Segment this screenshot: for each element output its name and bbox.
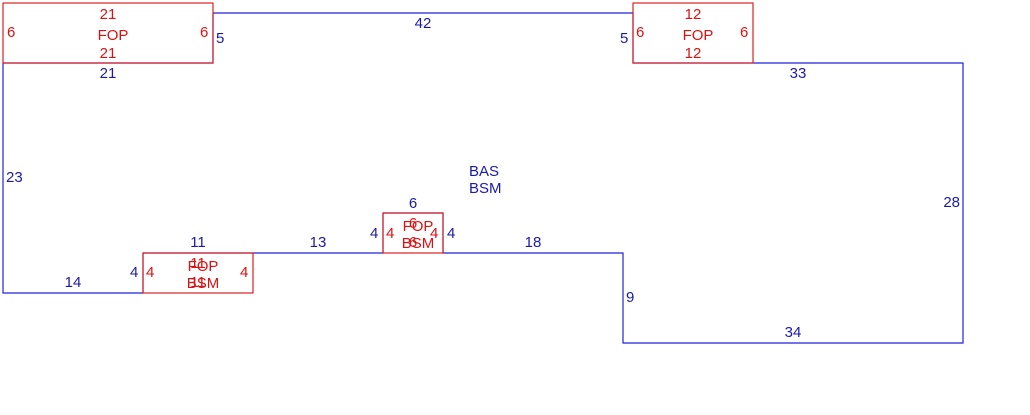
- center-label-line2: BSM: [469, 180, 502, 197]
- notch-right-dim: 4: [430, 225, 438, 242]
- dim-right-side: 28: [943, 194, 960, 211]
- step-name2: BSM: [187, 275, 220, 292]
- fop-box-top-right: [632, 2, 754, 64]
- fop-tl-left-dim: 6: [7, 24, 15, 41]
- dim-left-side: 23: [6, 169, 23, 186]
- notch-name1: FOP: [403, 218, 434, 235]
- fop-tr-bottom-dim: 12: [685, 45, 702, 62]
- dim-left-top-edge: 21: [100, 65, 117, 82]
- step-top-dim: 11: [190, 255, 206, 272]
- fop-tr-left-dim: 6: [636, 24, 644, 41]
- dim-top-right-drop: 5: [620, 30, 628, 47]
- dim-top-left-drop: 5: [216, 30, 224, 47]
- fop-tr-top-dim: 12: [685, 6, 702, 23]
- fop-box-top-left: [2, 2, 214, 64]
- step-right-dim: 4: [240, 264, 248, 281]
- fop-tl-bottom-dim: 21: [100, 45, 117, 62]
- dim-notch-left: 4: [370, 225, 378, 242]
- fop-bsm-box-step: [142, 252, 254, 294]
- notch-name2: BSM: [402, 235, 435, 252]
- dim-mid-left: 13: [310, 234, 327, 251]
- center-label-line1: BAS: [469, 163, 499, 180]
- fop-tr-right-dim: 6: [740, 24, 748, 41]
- dim-mid-right: 18: [525, 234, 542, 251]
- notch-inner-dim: 6: [409, 234, 417, 251]
- dim-bottom-left: 14: [65, 274, 82, 291]
- fop-tl-top-dim: 21: [100, 6, 117, 23]
- step-left-dim: 4: [146, 264, 154, 281]
- dim-right-drop: 9: [626, 289, 634, 306]
- step-name1: FOP: [188, 258, 219, 275]
- notch-left-dim: 4: [386, 225, 394, 242]
- dim-notch-top: 6: [409, 195, 417, 212]
- dim-notch-right: 4: [447, 225, 455, 242]
- fop-bsm-box-notch: [382, 212, 444, 254]
- fop-tl-name: FOP: [98, 27, 129, 44]
- step-inner-dim: 11: [190, 274, 206, 291]
- fop-tr-name: FOP: [683, 27, 714, 44]
- dim-right-top-edge: 33: [790, 65, 807, 82]
- dim-top: 42: [415, 15, 432, 32]
- dim-step-left-top: 11: [190, 234, 206, 251]
- notch-top-dim: 6: [409, 215, 417, 232]
- dim-bottom-right: 34: [785, 324, 802, 341]
- fop-tl-right-dim: 6: [200, 24, 208, 41]
- dim-step-left: 4: [130, 264, 138, 281]
